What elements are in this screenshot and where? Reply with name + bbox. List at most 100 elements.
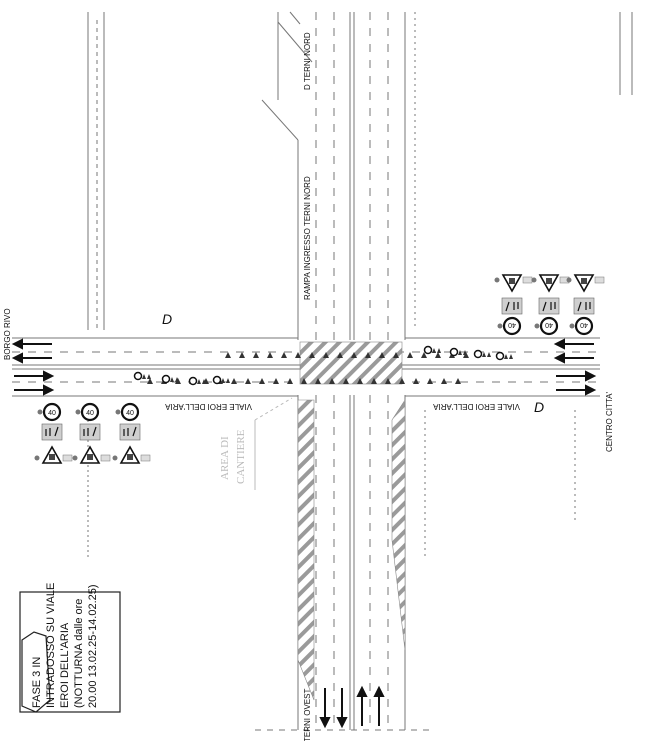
mini-sign-cluster	[495, 351, 513, 361]
cone-icon	[357, 378, 363, 384]
cone-icon	[175, 377, 179, 382]
label-rampa: RAMPA INGRESSO TERNI NORD	[303, 176, 312, 300]
label-centro-citta: CENTRO CITTA'	[605, 391, 614, 452]
speed-limit-sign: 40	[502, 316, 522, 336]
cone-icon	[463, 350, 467, 355]
label-terni-ovest: TERNI OVEST	[303, 689, 312, 741]
cone-icon	[337, 352, 343, 358]
cone-icon	[245, 378, 251, 384]
sign-stack: 40	[112, 402, 151, 464]
cone-icon	[267, 352, 273, 358]
cone-icon	[421, 352, 427, 358]
cone-icon	[343, 378, 349, 384]
intersection-hatch	[299, 341, 403, 385]
sign-stack: 40	[494, 274, 533, 336]
cone-icon	[147, 378, 153, 384]
d-marker-left: D	[162, 311, 172, 327]
lane-panel-sign	[573, 297, 595, 315]
cone-icon	[239, 352, 245, 358]
phase-line-4: (NOTTURNA dalle ore	[73, 599, 85, 708]
speed-limit-sign: 40	[574, 316, 594, 336]
mini-sign-cluster	[161, 374, 179, 384]
lane-shift-icon	[83, 426, 97, 437]
cone-icon	[273, 378, 279, 384]
speed-circle-icon	[80, 402, 100, 422]
speed-circle-icon	[42, 402, 62, 422]
speed-value: 40	[580, 321, 588, 328]
lane-shift-icon	[505, 301, 519, 312]
lane-arrows	[11, 338, 597, 729]
label-viale-right: VIALE EROI DELL'ARIA	[432, 402, 520, 411]
warning-triangle-sign	[566, 274, 605, 293]
mini-speed-icon	[495, 351, 505, 361]
cone-icon	[253, 352, 259, 358]
speed-value: 40	[86, 410, 94, 417]
cone-icon	[295, 352, 301, 358]
speed-limit-sign: 40	[539, 316, 559, 336]
plate-icon	[140, 454, 151, 462]
sign-stack: 40	[531, 274, 570, 336]
cone-icon	[197, 379, 201, 384]
cone-icon	[509, 354, 513, 359]
plate-icon	[594, 276, 605, 284]
left-taper-hatch	[297, 399, 315, 701]
small-light-icon	[569, 323, 575, 329]
cone-icon	[435, 352, 441, 358]
sign-stack-rotated: 40	[566, 274, 605, 336]
label-cantiere: CANTIERE	[235, 429, 247, 484]
cone-icon	[147, 374, 151, 379]
lane-panel-sign	[501, 297, 523, 315]
mini-sign-cluster	[212, 375, 230, 385]
phase-line-3: EROI DELL'ARIA	[59, 622, 71, 708]
speed-circle-icon	[120, 402, 140, 422]
cone-icon	[301, 378, 307, 384]
small-light-icon	[531, 277, 537, 283]
mini-sign-cluster	[423, 345, 441, 355]
speed-limit-sign: 40	[80, 402, 100, 422]
cone-icon	[225, 352, 231, 358]
warning-triangle-sign	[494, 274, 533, 293]
mini-speed-icon	[423, 345, 433, 355]
cone-icon	[441, 378, 447, 384]
cone-icon	[365, 352, 371, 358]
cone-icon	[393, 352, 399, 358]
cone-icon	[329, 378, 335, 384]
mini-sign-cluster	[449, 347, 467, 357]
cone-icon	[413, 378, 419, 384]
mini-speed-icon	[449, 347, 459, 357]
cone-icon	[379, 352, 385, 358]
cone-icon	[399, 378, 405, 384]
mini-sign-cluster	[188, 376, 206, 386]
lane-shift-icon	[577, 301, 591, 312]
cone-icon	[323, 352, 329, 358]
lane-panel-sign	[79, 423, 101, 441]
cone-icon	[427, 378, 433, 384]
phase-box: FASE 3 IN INTRADOSSO SU VIALE EROI DELL'…	[19, 583, 121, 713]
speed-value: 40	[48, 410, 56, 417]
mini-sign-cluster	[133, 371, 151, 381]
cone-icon	[259, 378, 265, 384]
label-viale-left: VIALE EROI DELL'ARIA	[164, 402, 252, 411]
phase-line-1: FASE 3 IN	[31, 657, 43, 708]
cone-icon	[202, 379, 206, 384]
area-cantiere: AREA DI CANTIERE	[219, 397, 293, 490]
cone-icon	[351, 352, 357, 358]
cone-icon	[142, 374, 146, 379]
mini-speed-icon	[133, 371, 143, 381]
lane-panel-sign	[538, 297, 560, 315]
plate-icon	[100, 454, 111, 462]
cone-icon	[458, 350, 462, 355]
hatched-work-areas	[297, 341, 406, 701]
small-light-icon	[34, 455, 40, 461]
cone-icon	[407, 352, 413, 358]
cone-icon	[226, 378, 230, 383]
lane-shift-icon	[45, 426, 59, 437]
cone-icon	[221, 378, 225, 383]
label-area-di: AREA DI	[219, 436, 231, 480]
speed-limit-sign: 40	[120, 402, 140, 422]
sign-stack: 40	[34, 402, 73, 464]
d-marker-right: D	[534, 399, 544, 415]
lane-shift-icon	[123, 426, 137, 437]
